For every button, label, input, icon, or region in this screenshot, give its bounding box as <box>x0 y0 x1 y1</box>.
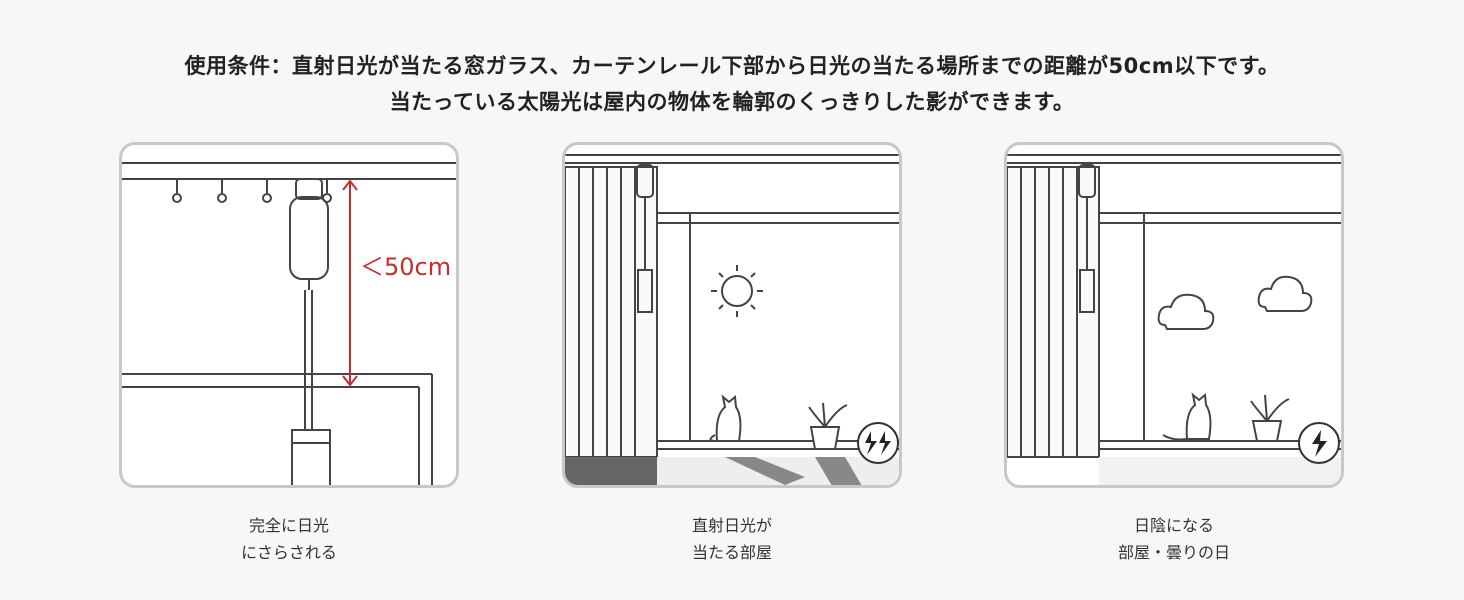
caption-direct-sunlight-line-2: 当たる部屋 <box>691 543 772 562</box>
caption-shaded-room-line-1: 日陰になる <box>1133 516 1214 535</box>
panel-full-sunlight: ＜50cm <box>119 142 459 488</box>
caption-full-sunlight-line-1: 完全に日光 <box>248 516 329 535</box>
sun-icon <box>711 265 763 317</box>
cloud-icon <box>1257 275 1313 312</box>
panel-direct-sunlight <box>562 142 902 488</box>
cloud-icon <box>1157 293 1215 330</box>
cat-icon <box>1185 392 1212 440</box>
curtain-motor-closeup-illustration: ＜50cm <box>122 162 456 485</box>
potted-plant-icon <box>1251 420 1283 442</box>
rail-hook-icon <box>172 179 332 203</box>
distance-label: ＜50cm <box>360 253 451 281</box>
double-lightning-icon <box>857 422 899 464</box>
caption-full-sunlight-line-2: にさらされる <box>241 543 337 562</box>
potted-plant-icon <box>809 426 841 450</box>
caption-direct-sunlight: 直射日光が 当たる部屋 <box>562 512 902 566</box>
headline-line-2: 当たっている太陽光は屋内の物体を輪郭のくっきりした影ができます。 <box>389 90 1075 114</box>
sunny-room-illustration <box>565 154 899 485</box>
caption-shaded-room-line-2: 部屋・曇りの日 <box>1117 543 1230 562</box>
headline-line-1: 使用条件：直射日光が当たる窓ガラス、カーテンレール下部から日光の当たる場所までの… <box>184 54 1280 78</box>
distance-arrow-icon <box>342 179 358 387</box>
cat-icon <box>715 394 742 442</box>
headline: 使用条件：直射日光が当たる窓ガラス、カーテンレール下部から日光の当たる場所までの… <box>0 48 1464 120</box>
caption-direct-sunlight-line-1: 直射日光が <box>691 516 772 535</box>
caption-full-sunlight: 完全に日光 にさらされる <box>119 512 459 566</box>
caption-shaded-room: 日陰になる 部屋・曇りの日 <box>1004 512 1344 566</box>
panel-shaded-room <box>1004 142 1344 488</box>
lightning-icon <box>1298 422 1340 464</box>
cloudy-room-illustration <box>1007 154 1341 485</box>
